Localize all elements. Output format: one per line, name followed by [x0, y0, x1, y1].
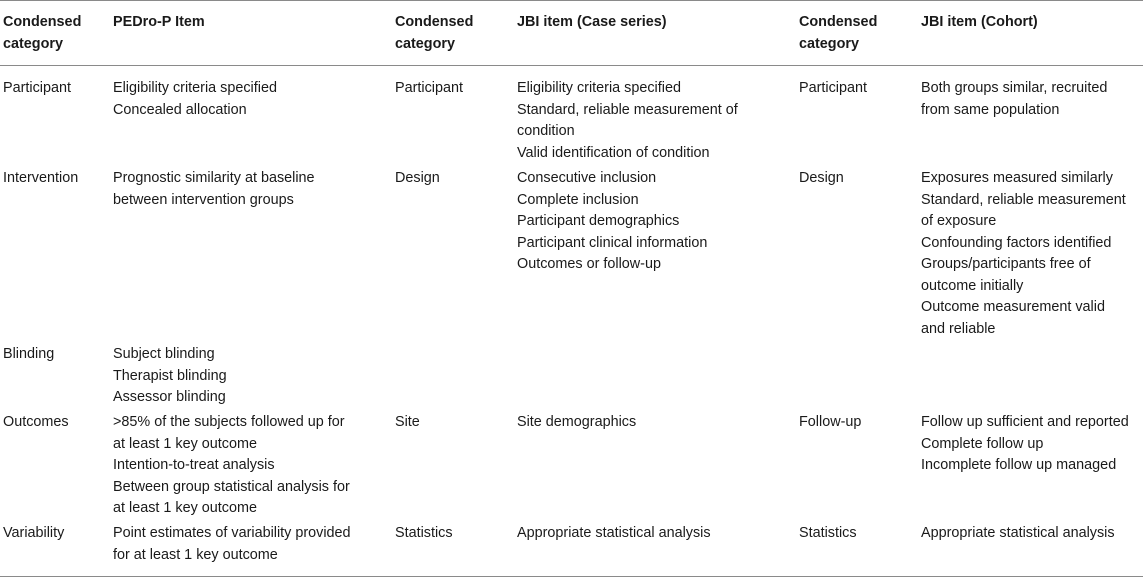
table-cell: Point estimates of variability provided f… [113, 523, 383, 566]
table-cell: Site [395, 412, 505, 434]
cell-text: Eligibility criteria specified [113, 80, 277, 96]
table-cell: Participant [3, 78, 103, 100]
cell-text: >85% of the subjects followed up for [113, 414, 345, 430]
cell-text: Design [395, 170, 440, 186]
cell-text: Between group statistical analysis for [113, 478, 350, 495]
table-cell: Both groups similar, recruited from same … [921, 78, 1143, 121]
bottom-rule [0, 576, 1143, 577]
header-text: category [3, 35, 63, 52]
cell-text: Groups/participants free of [921, 256, 1091, 272]
table-cell: Design [395, 168, 505, 190]
cell-text: Therapist blinding [113, 367, 227, 384]
table-cell: Participant [799, 78, 909, 100]
table-cell: Participant [395, 78, 505, 100]
header-cell: JBI item (Cohort) [921, 12, 1143, 34]
cell-text: Assessor blinding [113, 389, 226, 405]
table-cell: Follow-up [799, 412, 909, 434]
table-cell: >85% of the subjects followed up for at l… [113, 412, 383, 520]
header-text: Condensed [799, 14, 878, 30]
cell-text: between intervention groups [113, 191, 294, 208]
cell-text: Standard, reliable measurement of [517, 101, 738, 118]
cell-text: Intention-to-treat analysis [113, 457, 275, 473]
header-cell: Condensed category [395, 12, 505, 55]
table-cell: Blinding [3, 344, 103, 366]
cell-text: Follow up sufficient and reported [921, 414, 1129, 430]
header-cell: PEDro-P Item [113, 12, 383, 34]
cell-text: Incomplete follow up managed [921, 457, 1117, 473]
cell-text: Intervention [3, 170, 79, 186]
header-text: PEDro-P Item [113, 14, 205, 30]
cell-text: Consecutive inclusion [517, 170, 657, 186]
header-text: JBI item (Case series) [517, 14, 667, 30]
cell-text: outcome initially [921, 277, 1024, 294]
cell-text: Statistics [395, 525, 453, 541]
table-cell: Appropriate statistical analysis [921, 523, 1143, 545]
cell-text: of exposure [921, 213, 997, 229]
header-cell: Condensed category [3, 12, 103, 55]
cell-text: Confounding factors identified [921, 234, 1112, 251]
cell-text: Prognostic similarity at baseline [113, 170, 315, 186]
cell-text: Statistics [799, 525, 857, 541]
cell-text: Eligibility criteria specified [517, 80, 681, 96]
cell-text: Participant clinical information [517, 234, 708, 251]
cell-text: Follow-up [799, 414, 862, 430]
cell-text: Variability [3, 525, 65, 541]
cell-text: Appropriate statistical analysis [517, 525, 711, 541]
cell-text: Complete follow up [921, 435, 1044, 452]
cell-text: Design [799, 170, 844, 186]
cell-text: Valid identification of condition [517, 144, 710, 161]
cell-text: Point estimates of variability provided [113, 525, 351, 541]
table-cell: Statistics [395, 523, 505, 545]
cell-text: for at least 1 key outcome [113, 546, 278, 563]
cell-text: Both groups similar, recruited [921, 80, 1108, 96]
cell-text: from same population [921, 101, 1060, 118]
header-text: Condensed [3, 14, 82, 30]
header-cell: Condensed category [799, 12, 909, 55]
header-text: JBI item (Cohort) [921, 14, 1038, 30]
table-cell: Variability [3, 523, 103, 545]
table-cell: Design [799, 168, 909, 190]
cell-text: Site [395, 414, 420, 430]
top-rule [0, 0, 1143, 1]
cell-text: Concealed allocation [113, 101, 247, 118]
cell-text: Outcome measurement valid [921, 299, 1105, 315]
cell-text: Participant demographics [517, 213, 680, 229]
table-cell: Appropriate statistical analysis [517, 523, 787, 545]
header-text: category [395, 35, 455, 52]
cell-text: Outcomes [3, 414, 69, 430]
cell-text: Site demographics [517, 414, 637, 430]
header-text: category [799, 35, 859, 52]
cell-text: Participant [3, 80, 71, 96]
cell-text: Appropriate statistical analysis [921, 525, 1115, 541]
cell-text: condition [517, 123, 575, 139]
cell-text: and reliable [921, 320, 996, 337]
cell-text: at least 1 key outcome [113, 435, 257, 452]
table-cell: Prognostic similarity at baseline between… [113, 168, 383, 211]
cell-text: Participant [799, 80, 867, 96]
header-row: Condensed category PEDro-P Item Condensed… [0, 12, 1143, 56]
cell-text: Participant [395, 80, 463, 96]
header-text: Condensed [395, 14, 474, 30]
cell-text: Outcomes or follow-up [517, 256, 661, 272]
header-rule [0, 65, 1143, 66]
table-cell: Outcomes [3, 412, 103, 434]
table-cell: Site demographics [517, 412, 787, 434]
cell-text: Blinding [3, 346, 55, 362]
header-cell: JBI item (Case series) [517, 12, 787, 34]
table-cell: Intervention [3, 168, 103, 190]
cell-text: Subject blinding [113, 346, 215, 362]
table-cell: Statistics [799, 523, 909, 545]
cell-text: Exposures measured similarly [921, 170, 1113, 186]
cell-text: Standard, reliable measurement [921, 191, 1126, 208]
cell-text: at least 1 key outcome [113, 500, 257, 516]
cell-text: Complete inclusion [517, 191, 639, 208]
